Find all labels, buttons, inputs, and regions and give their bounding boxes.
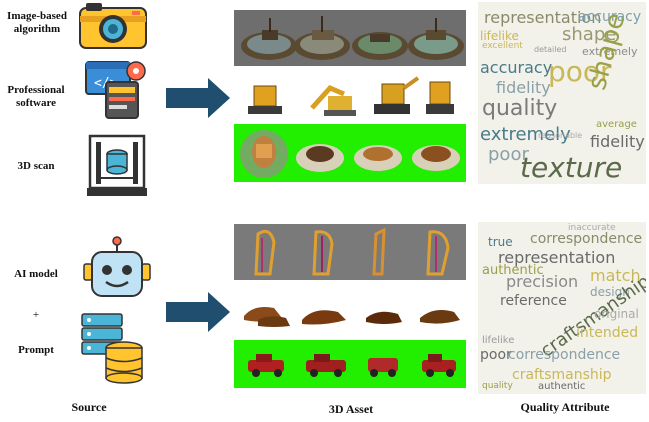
cloud-word: craftsmanship [512,367,612,383]
cloud-word: extremely [480,124,571,145]
asset-strip-cars [234,340,466,388]
cloud-word: intended [576,325,639,341]
label-prompt: Prompt [18,344,54,356]
caption-3d-asset: 3D Asset [328,402,374,416]
scanner-icon [86,134,148,203]
label-professional-software: Professional software [7,84,65,109]
cloud-word: poor [548,55,612,88]
cloud-word: lifelike [482,335,515,346]
cloud-word: true [488,235,513,249]
cloud-word: precision [506,272,579,291]
asset-strip-harps [234,224,466,280]
asset-strip-shoes [234,286,466,336]
cloud-word: fidelity [496,78,551,97]
cloud-word: correspondence [508,347,621,363]
caption-quality-attribute: Quality Attribute [520,400,610,414]
cloud-word: poor [488,144,529,165]
cloud-word: detailed [534,45,567,54]
asset-strip-excavators [234,68,466,120]
cloud-word: quality [482,96,558,121]
cloud-word: accuracy [578,9,642,25]
cloud-word: match [590,266,641,285]
robot-icon [82,234,152,305]
cloud-word: poor [480,347,512,363]
cloud-word: extremely [582,45,638,58]
cloud-word: authentic [482,263,544,278]
cloud-word: reference [500,293,567,309]
arrow-right-icon [164,76,232,125]
cloud-word: design [590,285,630,299]
cloud-word: authentic [538,381,586,392]
cloud-word: correspondence [530,231,643,247]
caption-source: Source [71,400,107,414]
software-icon: </> [84,60,148,127]
cloud-word: reasonable [538,131,583,140]
cloud-word: lifelike [480,29,519,43]
label-ai-model: AI model [14,268,58,280]
label-image-based-algorithm: Image-based algorithm [7,10,67,35]
camera-icon [78,2,148,55]
cloud-word: shape [562,24,617,45]
cloud-word: representation [484,8,602,27]
cloud-word: texture [520,151,623,184]
cloud-word: original [594,307,639,321]
label-3d-scan: 3D scan [17,160,55,172]
asset-strip-boats [234,10,466,66]
database-icon [80,312,146,389]
cloud-word: inaccurate [568,223,616,233]
cloud-word: representation [498,248,616,267]
cloud-word: average [596,119,637,130]
arrow-right-icon [164,290,232,339]
cloud-word: quality [482,381,513,391]
asset-strip-food-plates [234,124,466,182]
word-cloud-bottom: correspondence representation precision … [478,222,646,394]
cloud-word: excellent [482,41,523,51]
label-plus: + [32,309,40,321]
cloud-word: accuracy [480,58,553,77]
cloud-word: fidelity [590,132,645,151]
word-cloud-top: representation shape accuracy extremely … [478,2,646,184]
